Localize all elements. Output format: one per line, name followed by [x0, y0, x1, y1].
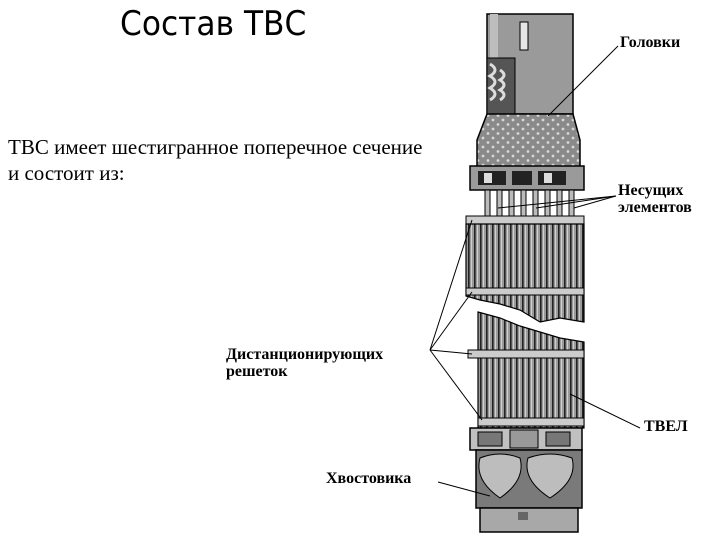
upper-rod-bundle	[465, 215, 585, 323]
leader-lines	[429, 45, 641, 497]
lower-rod-bundle	[467, 311, 585, 429]
assembly-head	[469, 13, 585, 191]
label-grids-line1: Дистанционирующих	[226, 346, 384, 363]
label-support-line1: Несущих	[618, 182, 684, 199]
label-spacer-grids: Дистанционирующих решеток	[226, 346, 383, 380]
label-support-elements: Несущих элементов	[618, 182, 692, 216]
assembly-tail	[469, 427, 583, 533]
label-support-line2: элементов	[618, 199, 692, 216]
page-title: Состав ТВС	[120, 4, 307, 44]
label-grids-line2: решеток	[226, 363, 288, 380]
label-fuel-rods: ТВЕЛ	[644, 418, 688, 435]
label-tail: Хвостовика	[326, 470, 412, 487]
intro-text: ТВС имеет шестигранное поперечное сечени…	[8, 135, 423, 185]
label-heads: Головки	[620, 34, 681, 51]
